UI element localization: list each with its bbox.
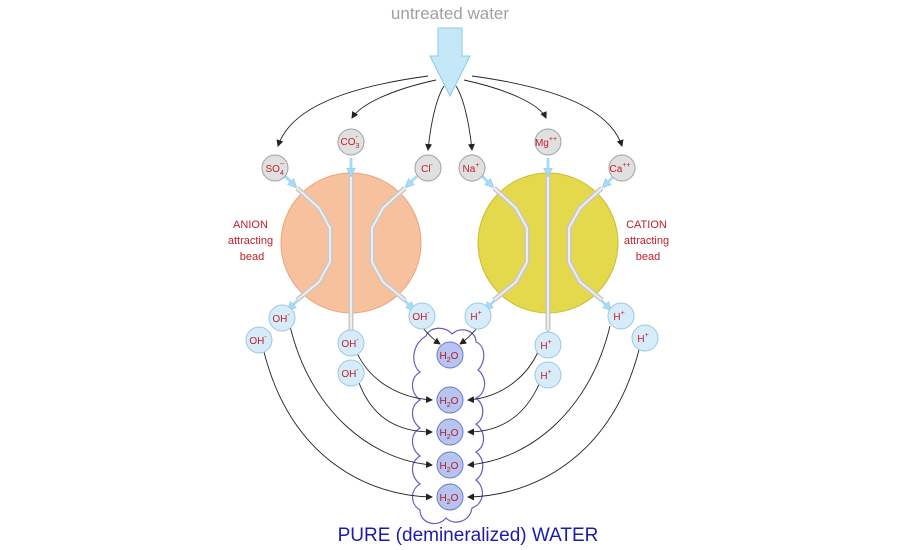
input-ion-cl: Cl- [414,154,442,182]
h2o-label: H2O [440,396,459,409]
ion-circle [337,329,365,357]
input-ion-na: Na+ [458,154,486,182]
oh-label: OH- [249,334,267,347]
water-molecule-4: H2O [436,451,464,479]
ion-ca-label: Ca++ [610,162,631,175]
ion-circle [245,326,273,354]
pure-water-cloud [411,327,486,525]
ion-circle [458,154,486,182]
oh-label: OH- [341,337,359,350]
hydrogen-ion-2: H+ [534,331,562,359]
ion-circle [414,154,442,182]
water-circle [436,341,464,369]
water-molecule-2: H2O [436,386,464,414]
ion-circle [408,302,436,330]
h-label: H+ [540,369,551,382]
anion-label-line-2: attracting [228,235,273,247]
diagram-title: untreated water [391,4,509,23]
oh-label: OH- [341,367,359,380]
water-molecule-3: H2O [436,418,464,446]
hydroxide-ion-3: OH- [337,329,365,357]
oh-label: OH- [412,310,430,323]
input-ion-mg: Mg++ [534,128,562,156]
h2o-label: H2O [440,351,459,364]
cation-label-line-2: attracting [624,235,669,247]
ion-cl-label: Cl- [421,162,433,175]
ion-mg-label: Mg++ [535,136,557,149]
ion-circle [534,128,562,156]
cation-label-line-3: bead [636,251,660,263]
ion-circle [337,128,365,156]
ion-so4-label: SO4-- [265,161,285,177]
distribution-arrows [276,75,624,151]
inflow-arrow [429,27,471,98]
ion-circle [608,154,636,182]
cation-label-line-1: CATION [626,219,667,231]
hydrogen-ion-3: H+ [534,361,562,389]
h-label: H+ [470,310,481,323]
oh-label: OH- [272,312,290,325]
cation-bead-label: CATION attracting bead [624,219,672,263]
ion-circle [534,361,562,389]
water-molecule-5: H2O [436,483,464,511]
pure-water-label: PURE (demineralized) WATER [338,525,599,546]
h2o-label: H2O [440,493,459,506]
anion-bead [280,172,422,330]
hydrogen-ion-5: H+ [631,324,659,352]
ion-circle [607,302,635,330]
water-circle [436,386,464,414]
hydroxide-ion-4: OH- [337,359,365,387]
ion-co3-label: CO3- [341,134,360,150]
hydroxide-ion-5: OH- [408,302,436,330]
ion-circle [337,359,365,387]
ion-circle [268,304,296,332]
input-ion-so4: SO4-- [261,154,289,182]
anion-label-line-3: bead [240,251,264,263]
water-circle [436,451,464,479]
ion-na-label: Na+ [463,162,480,175]
hydroxide-ion-1: OH- [268,304,296,332]
water-circle [436,483,464,511]
ion-circle [261,154,289,182]
h-label: H+ [637,332,648,345]
hydrogen-ion-1: H+ [464,302,492,330]
ion-circle [534,331,562,359]
ion-circle [464,302,492,330]
cation-bead [477,172,619,330]
recombination-arrows [262,325,641,501]
hydrogen-ion-4: H+ [607,302,635,330]
input-ion-ca: Ca++ [608,154,636,182]
hydroxide-ion-2: OH- [245,326,273,354]
ion-circle [631,324,659,352]
h-label: H+ [613,310,624,323]
h2o-label: H2O [440,428,459,441]
anion-bead-label: ANION attracting bead [228,219,276,263]
anion-label-line-1: ANION [233,219,268,231]
input-ion-co3: CO3- [337,128,365,156]
water-molecule-1: H2O [436,341,464,369]
h2o-label: H2O [440,461,459,474]
h-label: H+ [540,339,551,352]
water-circle [436,418,464,446]
